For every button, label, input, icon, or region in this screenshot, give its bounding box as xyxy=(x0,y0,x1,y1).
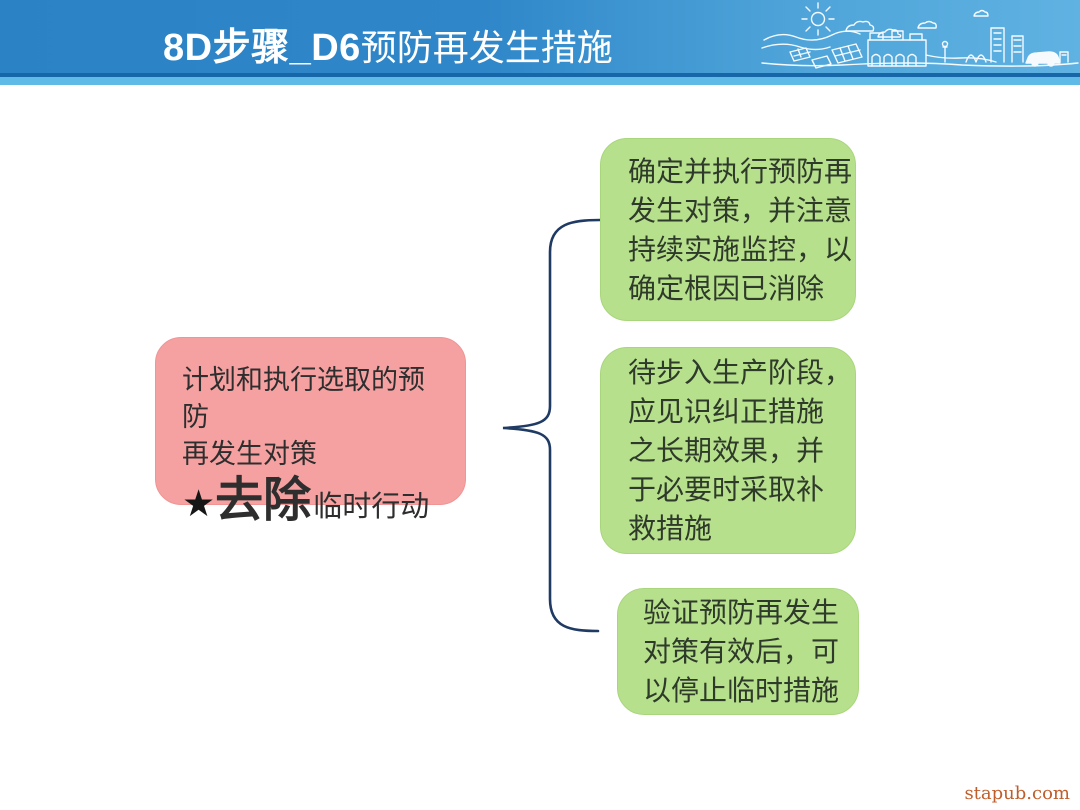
measure-box-1-text: 确定并执行预防再 发生对策，并注意 持续实施监控，以 确定根因已消除 xyxy=(628,154,853,305)
hills-icon xyxy=(762,31,860,49)
header-band-light xyxy=(0,77,1080,85)
measure-box-2-text: 待步入生产阶段， 应见识纠正措施 之长期效果，并 于必要时采取补 救措施 xyxy=(628,356,853,545)
header-bar: 8D步骤_D6 预防再发生措施 xyxy=(0,0,1080,73)
measure-box-1: 确定并执行预防再 发生对策，并注意 持续实施监控，以 确定根因已消除 xyxy=(600,138,856,321)
plan-box: 计划和执行选取的预防 再发生对策 ★ 去除 临时行动 xyxy=(155,337,466,526)
cityscape-illustration xyxy=(760,0,1080,73)
car-icon xyxy=(1026,52,1060,66)
factory-icon xyxy=(868,31,926,66)
watermark: stapub.com xyxy=(964,783,1070,804)
page-title: 8D步骤_D6 预防再发生措施 xyxy=(163,16,613,69)
brace-connector xyxy=(502,218,602,633)
plan-box-emphasis: 去除 xyxy=(215,472,312,528)
star-icon: ★ xyxy=(182,482,216,525)
plan-box-emphasis-suffix: 临时行动 xyxy=(313,489,430,523)
clouds-icon xyxy=(846,11,988,38)
measure-box-2: 待步入生产阶段， 应见识纠正措施 之长期效果，并 于必要时采取补 救措施 xyxy=(600,347,856,554)
header-band-dark xyxy=(0,73,1080,77)
measure-box-3: 验证预防再发生 对策有效后，可 以停止临时措施 xyxy=(617,588,859,715)
plan-box-emphasis-line: ★ 去除 临时行动 xyxy=(182,474,445,532)
page-title-bold: 8D步骤_D6 xyxy=(163,27,361,69)
skyline-icon xyxy=(966,28,1068,62)
plan-box-text: 计划和执行选取的预防 再发生对策 xyxy=(182,365,425,470)
measure-box-3-text: 验证预防再发生 对策有效后，可 以停止临时措施 xyxy=(643,596,840,707)
sun-icon xyxy=(802,3,834,35)
power-line-icon xyxy=(926,42,996,63)
page-title-serif: 预防再发生措施 xyxy=(360,28,613,69)
ground-line xyxy=(762,63,1078,66)
